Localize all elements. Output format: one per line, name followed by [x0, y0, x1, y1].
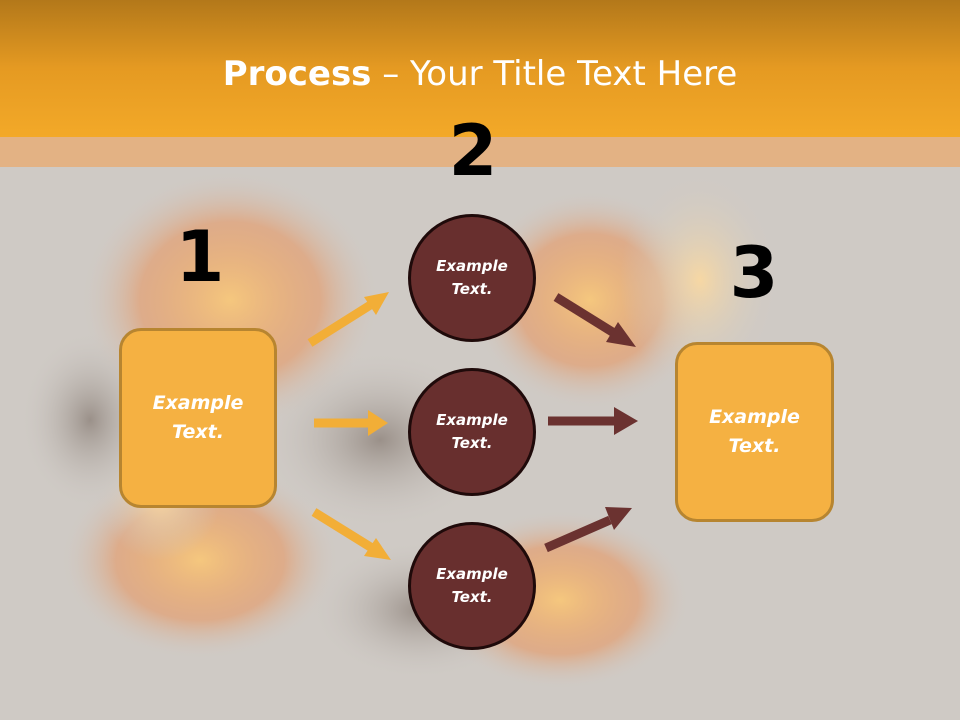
circle-middle-line1: Example — [436, 411, 508, 429]
step-number-3: 3 — [729, 232, 779, 314]
arrowhead-middle-to-right — [614, 407, 638, 435]
circle-bottom-line1: Example — [436, 565, 508, 583]
arrow-left-to-bottom — [311, 508, 375, 552]
step-3-box-line1: Example — [709, 406, 800, 428]
slide-title-bold: Process — [222, 54, 372, 94]
circle-top-line2: Text. — [451, 280, 493, 298]
circle-bottom-line2: Text. — [451, 588, 493, 606]
circle-middle-line2: Text. — [451, 434, 493, 452]
step-1-box-line2: Text. — [172, 421, 224, 443]
arrowhead-left-to-top — [364, 292, 389, 315]
step-1-box: Example Text. — [119, 328, 277, 508]
step-3-box-text: Example Text. — [709, 403, 800, 461]
arrowhead-top-to-right — [606, 322, 636, 347]
arrow-top-to-right — [553, 293, 617, 337]
step-number-2: 2 — [448, 110, 498, 192]
arrowhead-left-to-middle — [368, 410, 388, 436]
step-2-circle-middle: Example Text. — [408, 368, 536, 496]
step-3-box-line2: Text. — [728, 435, 781, 457]
step-number-1: 1 — [175, 216, 225, 298]
step-2-circle-bottom: Example Text. — [408, 522, 536, 650]
arrow-left-to-top — [307, 300, 375, 347]
slide-title-rest: – Your Title Text Here — [371, 54, 738, 94]
step-1-box-line1: Example — [152, 392, 244, 414]
arrowhead-bottom-to-right — [605, 507, 632, 530]
arrow-bottom-to-right — [544, 515, 612, 553]
step-2-circle-top: Example Text. — [408, 214, 536, 342]
slide-title: Process – Your Title Text Here — [0, 52, 960, 96]
title-banner-strip — [0, 137, 960, 167]
step-1-box-text: Example Text. — [153, 389, 244, 447]
circle-top-line1: Example — [436, 257, 508, 275]
arrowhead-left-to-bottom — [364, 538, 391, 560]
step-3-box: Example Text. — [675, 342, 834, 522]
title-banner — [0, 0, 960, 137]
